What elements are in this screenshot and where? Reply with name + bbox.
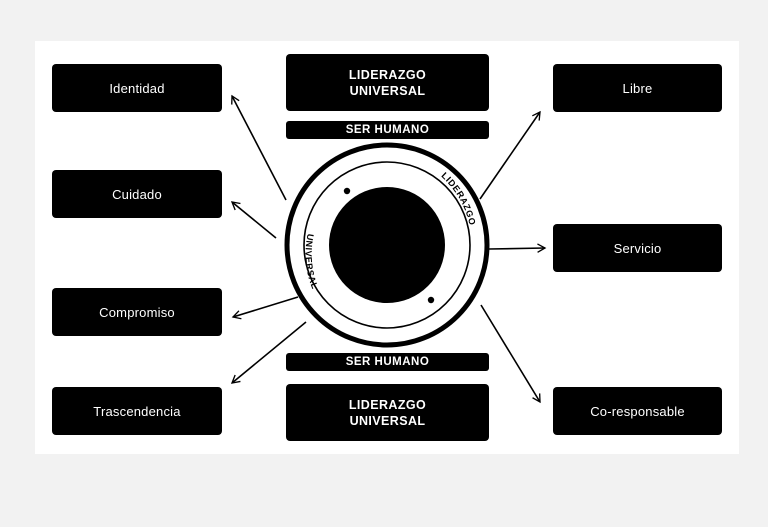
top-title-box: LIDERAZGO UNIVERSAL <box>286 54 489 111</box>
arrow-to-trascendencia <box>230 321 307 384</box>
ring-dot-bottom <box>427 296 435 304</box>
box-trascendencia: Trascendencia <box>52 387 222 435</box>
ring-dot-top <box>343 187 351 195</box>
arrow-to-libre <box>479 110 541 200</box>
core-circle <box>329 187 445 303</box>
bottom-band: SER HUMANO <box>286 353 489 371</box>
box-cuidado: Cuidado <box>52 170 222 218</box>
arrow-to-cuidado <box>230 201 277 239</box>
bottom-title-line1: LIDERAZGO <box>348 397 427 412</box>
arrow-to-co-responsable <box>480 304 541 404</box>
top-band: SER HUMANO <box>286 121 489 139</box>
box-libre: Libre <box>553 64 722 112</box>
box-identidad: Identidad <box>52 64 222 112</box>
box-co-responsable: Co-responsable <box>553 387 722 435</box>
top-title-line1: LIDERAZGO <box>348 67 427 82</box>
box-servicio: Servicio <box>553 224 722 272</box>
arrow-to-servicio <box>488 243 547 253</box>
arrow-to-identidad <box>231 94 287 201</box>
top-title-line2: UNIVERSAL <box>349 83 426 98</box>
bottom-title-line2: UNIVERSAL <box>349 413 426 428</box>
box-compromiso: Compromiso <box>52 288 222 336</box>
arrow-to-compromiso <box>231 296 299 320</box>
bottom-title-box: LIDERAZGO UNIVERSAL <box>286 384 489 441</box>
